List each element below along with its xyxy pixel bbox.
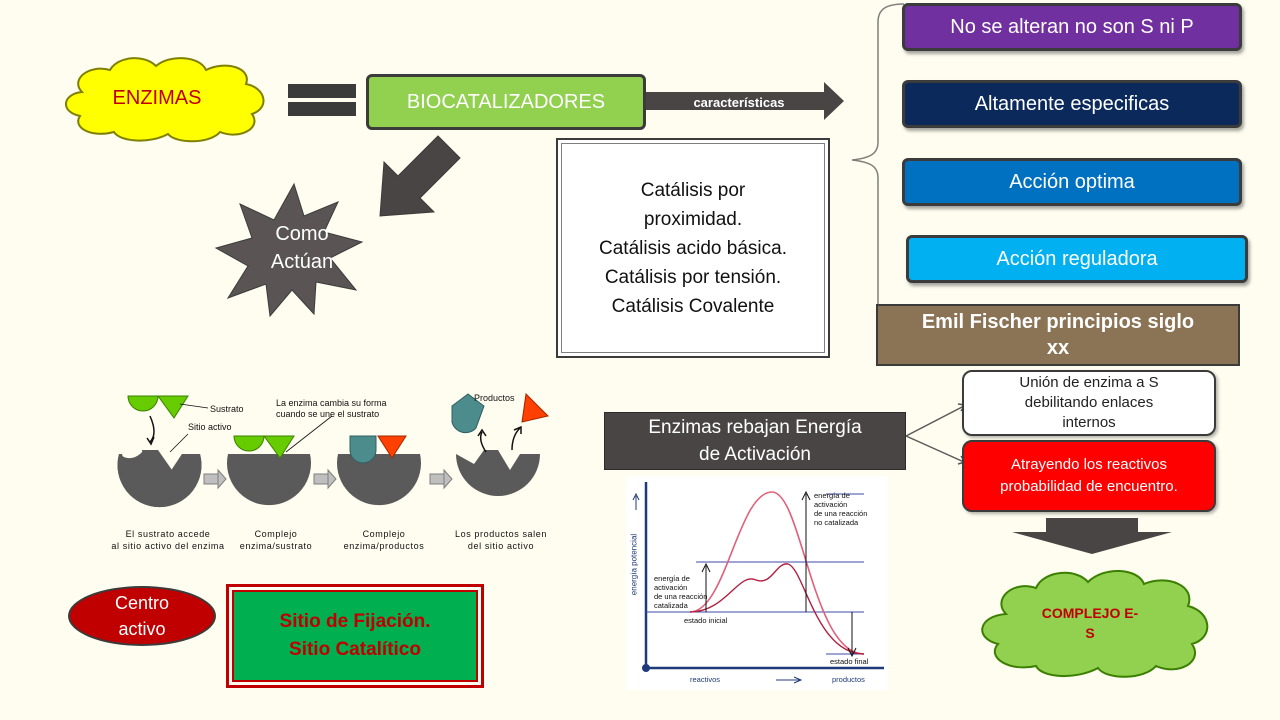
graph-productos: productos: [832, 675, 865, 684]
complejo-line-2: S: [1085, 625, 1095, 641]
atrayendo-box: Atrayendo los reactivos probabilidad de …: [962, 440, 1216, 512]
graph-ylabel: energía potencial: [629, 533, 639, 596]
equals-top-bar: [288, 84, 356, 98]
mech-sitio-activo-label: Sitio activo: [188, 422, 232, 432]
fischer-line-1: Emil Fischer principios siglo: [921, 311, 1195, 333]
mech-caption-3-line-1: Complejo: [362, 529, 406, 539]
no-cat-line-3: de una reacción: [814, 509, 868, 518]
connector-lines: [905, 403, 967, 465]
down-arrow: [1012, 518, 1172, 554]
mech-caption-2-line-2: enzima/sustrato: [239, 541, 313, 551]
prop-no-se-alteran: No se alteran no son S ni P: [902, 3, 1242, 51]
catalisis-line-2: proximidad.: [643, 208, 743, 230]
centro-line-1: Centro: [114, 593, 170, 613]
cat-line-1: energía de: [654, 574, 690, 583]
biocatalizadores-box: BIOCATALIZADORES: [366, 74, 646, 130]
mech-caption-3: Complejo enzima/productos: [334, 528, 434, 552]
caracteristicas-label: características: [693, 94, 785, 110]
mech-sustrato-label: Sustrato: [210, 404, 244, 414]
catalisis-line-4: Catálisis por tensión.: [604, 266, 782, 288]
union-line-2: debilitando enlaces: [1024, 394, 1154, 411]
catalisis-box: Catálisis por proximidad. Catálisis acid…: [556, 138, 830, 358]
caracteristicas-arrow: [646, 82, 844, 120]
prop-altamente-especificas: Altamente especificas: [902, 80, 1242, 128]
como-actuan-star: [214, 182, 364, 318]
como-line-2: Actúan: [270, 251, 334, 273]
energia-line-2: de Activación: [699, 444, 811, 465]
mech-cambia-line-1: La enzima cambia su forma: [276, 398, 387, 408]
prop-accion-optima: Acción optima: [902, 158, 1242, 206]
biocatalizadores-label: BIOCATALIZADORES: [406, 90, 606, 113]
mech-caption-4-line-1: Los productos salen: [455, 529, 547, 539]
mech-caption-2-line-1: Complejo: [254, 529, 298, 539]
enzimas-cloud: [65, 57, 265, 143]
como-line-1: Como: [275, 223, 329, 245]
sitio-box: Sitio de Fijación. Sitio Catalítico: [226, 584, 484, 688]
union-line-3: internos: [1062, 414, 1116, 431]
emil-fischer-box: Emil Fischer principios siglo xx: [876, 304, 1240, 366]
mech-caption-4-line-2: del sitio activo: [467, 541, 535, 551]
graph-no-catalizada: energía de activación de una reacción no…: [814, 491, 867, 527]
mech-caption-4: Los productos salen del sitio activo: [446, 528, 556, 552]
centro-line-2: activo: [118, 619, 166, 639]
mech-cambia-label: La enzima cambia su forma cuando se une …: [276, 398, 387, 420]
centro-activo-oval: Centro activo: [68, 586, 216, 646]
energy-graph: [632, 482, 884, 684]
enzimas-label: ENZIMAS: [112, 86, 202, 109]
cat-line-3: de una reacción: [654, 592, 708, 601]
mech-caption-1-line-1: El sustrato accede: [125, 529, 211, 539]
prop-accion-optima-label: Acción optima: [1009, 170, 1135, 193]
cat-line-2: activación: [654, 583, 688, 592]
graph-reactivos: reactivos: [690, 675, 721, 684]
complejo-label: COMPLEJO E- S: [1000, 598, 1180, 648]
atrayendo-line-1: Atrayendo los reactivos: [1011, 456, 1167, 473]
catalisis-line-1: Catálisis por: [640, 179, 746, 201]
cat-line-4: catalizada: [654, 601, 688, 610]
graph-estado-inicial: estado inicial: [684, 616, 728, 625]
prop-accion-reguladora-label: Acción reguladora: [996, 247, 1158, 270]
fischer-line-2: xx: [1046, 337, 1070, 359]
atrayendo-line-2: probabilidad de encuentro.: [1000, 478, 1178, 495]
mech-caption-2: Complejo enzima/sustrato: [226, 528, 326, 552]
mech-cambia-line-2: cuando se une el sustrato: [276, 409, 380, 419]
no-cat-line-2: activación: [814, 500, 848, 509]
como-actuan-label: Como Actúan: [242, 218, 362, 278]
mech-caption-1: El sustrato accede al sitio activo del e…: [104, 528, 232, 552]
equals-bottom-bar: [288, 102, 356, 116]
stage-3: [337, 435, 421, 506]
catalisis-line-3: Catálisis acido básica.: [599, 237, 787, 259]
prop-altamente-especificas-label: Altamente especificas: [974, 92, 1170, 115]
sitio-line-2: Sitio Catalítico: [289, 639, 421, 660]
no-cat-line-4: no catalizada: [814, 518, 859, 527]
complejo-cloud: [981, 569, 1209, 678]
no-cat-line-1: energía de: [814, 491, 850, 500]
mechanism-illustration: [117, 392, 549, 508]
catalisis-line-5: Catálisis Covalente: [611, 295, 775, 317]
down-left-arrow: [379, 135, 461, 217]
union-line-1: Unión de enzima a S: [1019, 374, 1159, 391]
energia-line-1: Enzimas rebajan Energía: [648, 417, 862, 438]
mech-caption-3-line-2: enzima/productos: [343, 541, 425, 551]
prop-no-se-alteran-label: No se alteran no son S ni P: [950, 15, 1194, 38]
stage-4: [451, 392, 549, 496]
prop-accion-reguladora: Acción reguladora: [906, 235, 1248, 283]
graph-estado-final: estado final: [830, 657, 869, 666]
sitio-line-1: Sitio de Fijación.: [279, 611, 431, 632]
mech-productos-label: Productos: [474, 393, 515, 403]
mech-caption-1-line-2: al sitio activo del enzima: [111, 541, 225, 551]
union-box: Unión de enzima a S debilitando enlaces …: [962, 370, 1216, 436]
graph-catalizada: energía de activación de una reacción ca…: [654, 574, 707, 610]
complejo-line-1: COMPLEJO E-: [1041, 605, 1139, 621]
stage-1: [117, 395, 209, 508]
stage-2: [227, 415, 333, 506]
energia-box: Enzimas rebajan Energía de Activación: [604, 412, 906, 470]
